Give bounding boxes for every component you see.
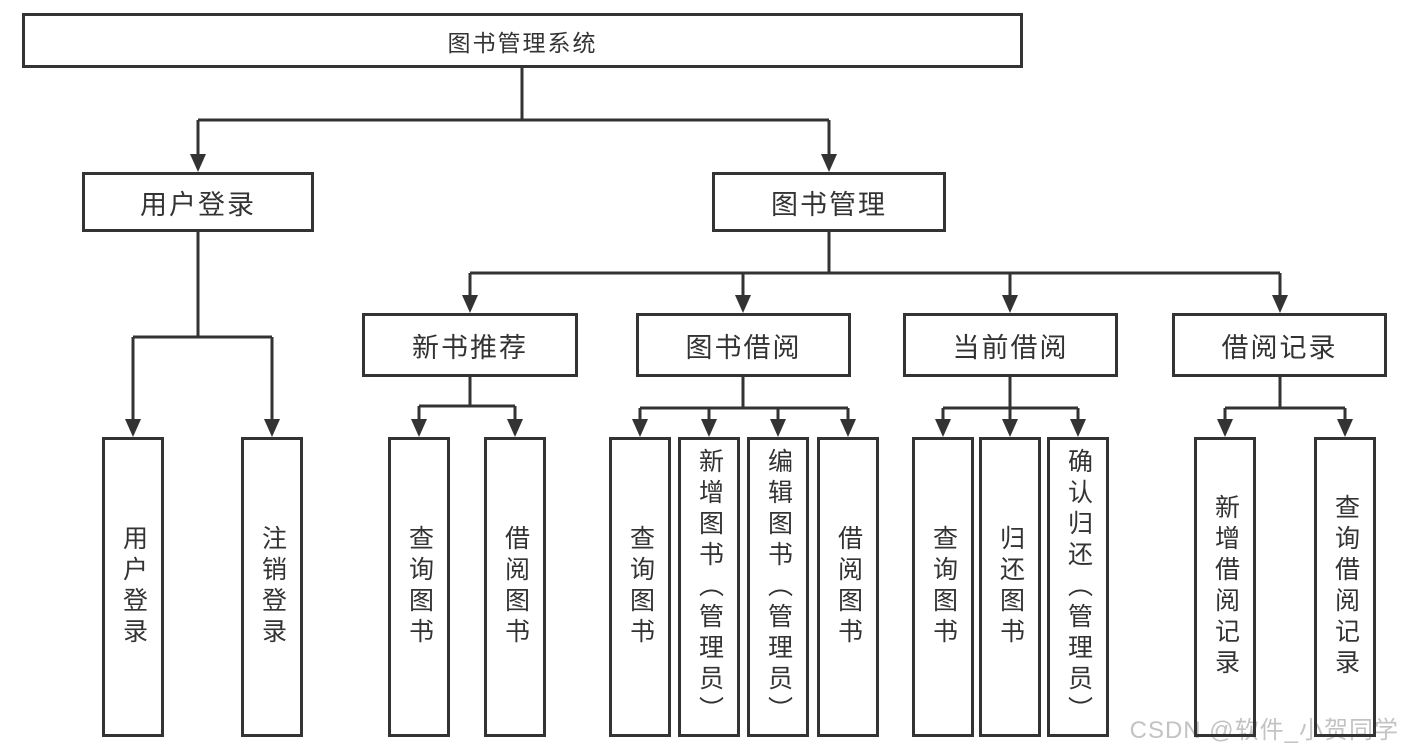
node-new-book-recommend: 新书推荐 xyxy=(362,313,578,377)
node-root: 图书管理系统 xyxy=(22,13,1023,68)
node-label: 查询图书 xyxy=(405,525,434,649)
leaf-edit-book-admin: 编辑图书（管理员） xyxy=(747,437,809,737)
leaf-query-books-current: 查询图书 xyxy=(912,437,974,737)
node-label: 查询图书 xyxy=(626,525,655,649)
leaf-logout: 注销登录 xyxy=(241,437,303,737)
leaf-borrow-books-recommend: 借阅图书 xyxy=(484,437,546,737)
leaf-query-books-borrow: 查询图书 xyxy=(609,437,671,737)
leaf-confirm-return-admin: 确认归还（管理员） xyxy=(1047,437,1109,737)
node-label: 图书管理 xyxy=(771,189,887,220)
node-label: 归还图书 xyxy=(996,525,1025,649)
node-label: 确认归还（管理员） xyxy=(1064,447,1093,727)
node-user-login: 用户登录 xyxy=(82,172,314,232)
leaf-add-book-admin: 新增图书（管理员） xyxy=(678,437,740,737)
node-label: 用户登录 xyxy=(119,525,148,649)
node-current-borrow: 当前借阅 xyxy=(903,313,1118,377)
node-book-borrow: 图书借阅 xyxy=(636,313,851,377)
node-borrow-records: 借阅记录 xyxy=(1172,313,1387,377)
node-label: 借阅记录 xyxy=(1221,332,1338,363)
node-label: 查询图书 xyxy=(929,525,958,649)
node-label: 图书借阅 xyxy=(685,332,802,363)
node-label: 当前借阅 xyxy=(952,332,1069,363)
leaf-user-login: 用户登录 xyxy=(102,437,164,737)
node-label: 新书推荐 xyxy=(412,332,528,363)
node-label: 新增借阅记录 xyxy=(1211,494,1240,680)
leaf-query-books-recommend: 查询图书 xyxy=(388,437,450,737)
node-label: 查询借阅记录 xyxy=(1331,494,1360,680)
node-label: 注销登录 xyxy=(258,525,287,649)
node-label: 用户登录 xyxy=(140,189,256,220)
node-label: 借阅图书 xyxy=(834,525,863,649)
node-label: 新增图书（管理员） xyxy=(695,447,724,727)
leaf-borrow-books: 借阅图书 xyxy=(817,437,879,737)
leaf-query-borrow-record: 查询借阅记录 xyxy=(1314,437,1376,737)
leaf-add-borrow-record: 新增借阅记录 xyxy=(1194,437,1256,737)
leaf-return-books: 归还图书 xyxy=(979,437,1041,737)
watermark: CSDN @软件_小贺同学 xyxy=(1129,717,1399,744)
node-label: 借阅图书 xyxy=(501,525,530,649)
node-book-management: 图书管理 xyxy=(712,172,946,232)
node-label: 图书管理系统 xyxy=(447,29,598,56)
node-label: 编辑图书（管理员） xyxy=(764,447,793,727)
